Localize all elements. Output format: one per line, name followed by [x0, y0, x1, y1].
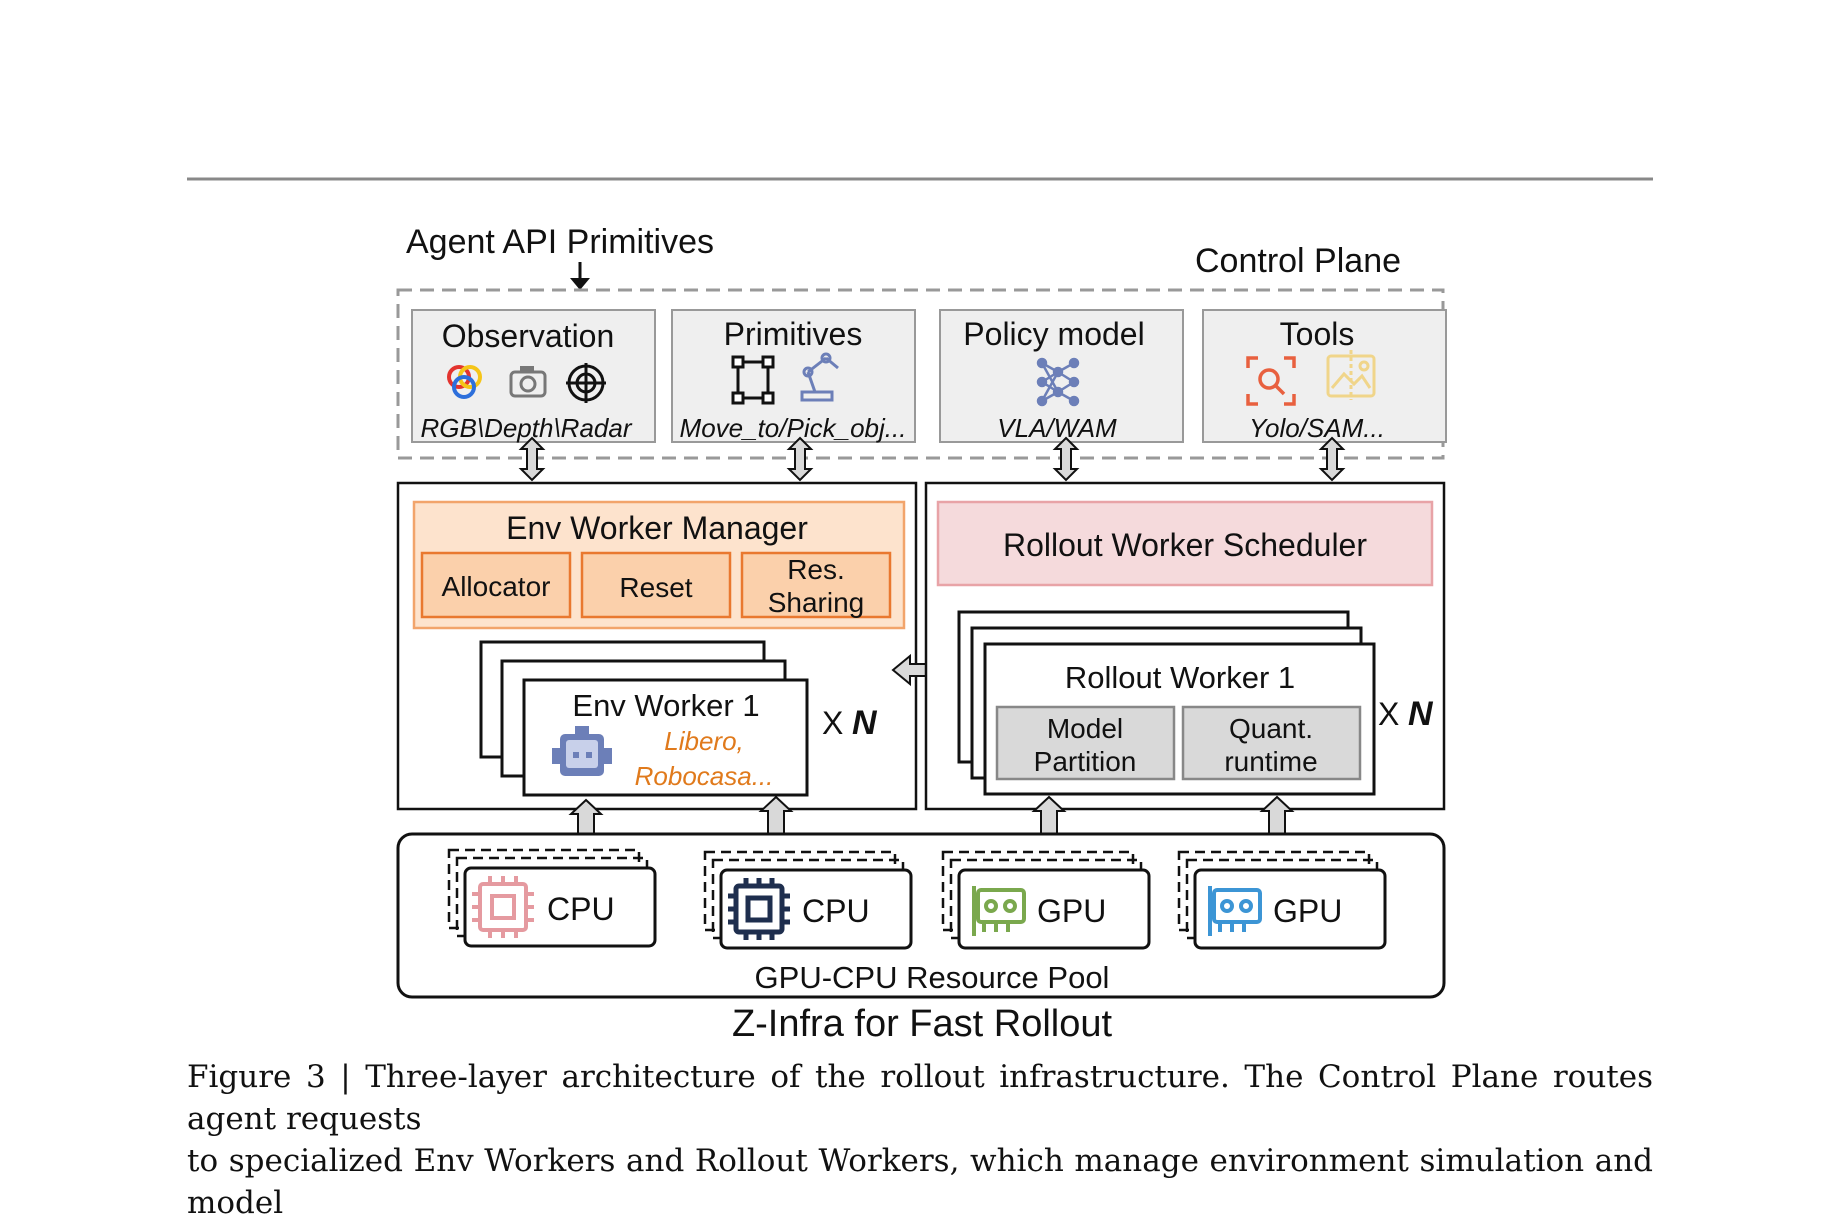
neural-network-icon — [1036, 357, 1080, 407]
move-to-icon — [731, 355, 775, 405]
double-arrow — [786, 436, 814, 482]
policy-model-title: Policy model — [963, 316, 1144, 352]
res-sharing-box — [740, 551, 892, 619]
cpu-unit-1-label: CPU — [547, 891, 615, 927]
rollout-worker-scheduler-title: Rollout Worker Scheduler — [1003, 527, 1367, 563]
observation-title: Observation — [442, 318, 615, 354]
reset-label: Reset — [619, 572, 692, 603]
model-partition-line2: Partition — [1034, 746, 1137, 777]
model-partition-line1: Model — [1047, 713, 1123, 744]
env-multiplier-n: N — [852, 704, 878, 742]
architecture-diagram: Agent API Primitives Control Plane Obser… — [187, 177, 1653, 1045]
rollout-worker-scheduler — [936, 500, 1434, 587]
observation-box: Observation RGB\Depth\Radar — [411, 309, 656, 443]
tools-title: Tools — [1280, 316, 1355, 352]
rollout-multiplier-x: X — [1378, 696, 1399, 732]
primitives-subtitle: Move_to/Pick_obj... — [680, 413, 907, 443]
env-worker-1-title: Env Worker 1 — [572, 688, 759, 723]
quant-runtime-line2: runtime — [1224, 746, 1317, 777]
camera-icon — [509, 366, 547, 398]
env-worker-note-line1: Libero, — [664, 726, 744, 756]
primitives-box: Primitives Move_to/Pick_obj... — [671, 309, 916, 443]
robot-arm-icon — [800, 352, 839, 402]
bottom-title: Z-Infra for Fast Rollout — [732, 1003, 1113, 1045]
control-plane-label: Control Plane — [1195, 242, 1401, 280]
double-arrow — [1052, 436, 1080, 482]
rgb-icon — [447, 365, 482, 399]
radar-icon — [566, 363, 606, 403]
gpu-unit-2-label: GPU — [1273, 893, 1342, 929]
agent-api-arrowhead — [570, 278, 590, 290]
model-partition-box — [995, 705, 1176, 781]
gpu-icon — [972, 886, 1026, 936]
quant-runtime-line1: Quant. — [1229, 713, 1313, 744]
env-worker-manager-title: Env Worker Manager — [506, 510, 808, 546]
double-arrow — [1318, 436, 1346, 482]
observation-subtitle: RGB\Depth\Radar — [421, 413, 633, 443]
res-sharing-label-line1: Res. — [787, 554, 845, 585]
resource-pool — [396, 832, 1446, 999]
agent-api-label: Agent API Primitives — [406, 223, 714, 261]
reset-box — [580, 551, 732, 619]
gpu-icon — [1208, 886, 1262, 936]
robot-icon — [552, 726, 612, 776]
rollout-worker-1-title: Rollout Worker 1 — [1065, 660, 1295, 695]
primitives-title: Primitives — [724, 316, 863, 352]
tools-box: Tools Yolo/SAM... — [1202, 309, 1447, 443]
double-arrow — [518, 436, 546, 482]
cpu-icon — [472, 876, 534, 938]
figure-caption: Figure 3 | Three-layer architecture of t… — [187, 1056, 1653, 1224]
rollout-multiplier-n: N — [1408, 695, 1434, 733]
detection-icon — [1246, 356, 1296, 406]
cpu-unit-2-label: CPU — [802, 893, 870, 929]
env-multiplier-x: X — [822, 705, 843, 741]
policy-model-subtitle: VLA/WAM — [997, 413, 1117, 443]
policy-model-box: Policy model VLA/WAM — [939, 309, 1184, 443]
gpu-unit-1-label: GPU — [1037, 893, 1106, 929]
res-sharing-label-line2: Sharing — [768, 587, 865, 618]
caption-line-1: Figure 3 | Three-layer architecture of t… — [187, 1059, 1653, 1137]
resource-pool-label: GPU-CPU Resource Pool — [755, 960, 1110, 995]
allocator-box — [420, 551, 572, 619]
cpu-icon — [728, 878, 790, 940]
cpu-unit-1 — [447, 848, 657, 948]
tools-subtitle: Yolo/SAM... — [1249, 413, 1385, 443]
env-worker-note-line2: Robocasa... — [635, 761, 774, 791]
cpu-unit-2 — [703, 850, 913, 950]
segmentation-icon — [1326, 350, 1376, 400]
quant-runtime-box — [1181, 705, 1362, 781]
allocator-label: Allocator — [442, 571, 551, 602]
